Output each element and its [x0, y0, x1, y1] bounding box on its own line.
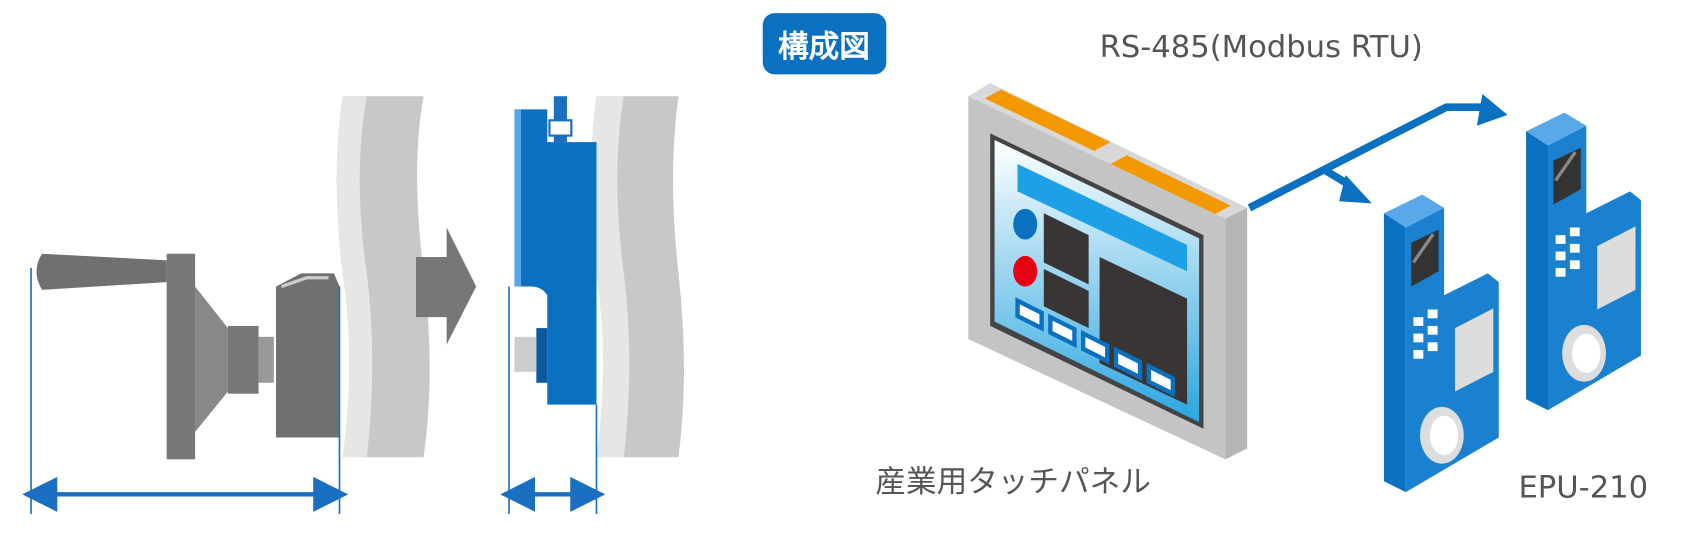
epu-device-2: [1526, 112, 1641, 411]
epu-mounted-illustration: [500, 96, 684, 515]
bus-arrow-1: [1476, 94, 1508, 126]
touch-panel-illustration: [968, 83, 1248, 460]
rs485-bus: [1247, 103, 1483, 212]
handle-flange: [166, 253, 196, 460]
actuator-body: [276, 273, 340, 438]
protocol-label: RS-485(Modbus RTU): [1100, 30, 1423, 65]
epu-body: [514, 109, 597, 405]
transition-arrow: [416, 227, 477, 345]
epu-device-1: [1383, 194, 1499, 493]
handle-lever: [36, 253, 167, 290]
configuration-badge: 構成図: [762, 13, 887, 75]
manual-handle-illustration: [22, 96, 430, 515]
panel-label: 産業用タッチパネル: [875, 465, 1150, 500]
device-label: EPU-210: [1518, 471, 1648, 506]
badge-label: 構成図: [778, 30, 870, 65]
bus-arrow-2: [1339, 174, 1372, 204]
